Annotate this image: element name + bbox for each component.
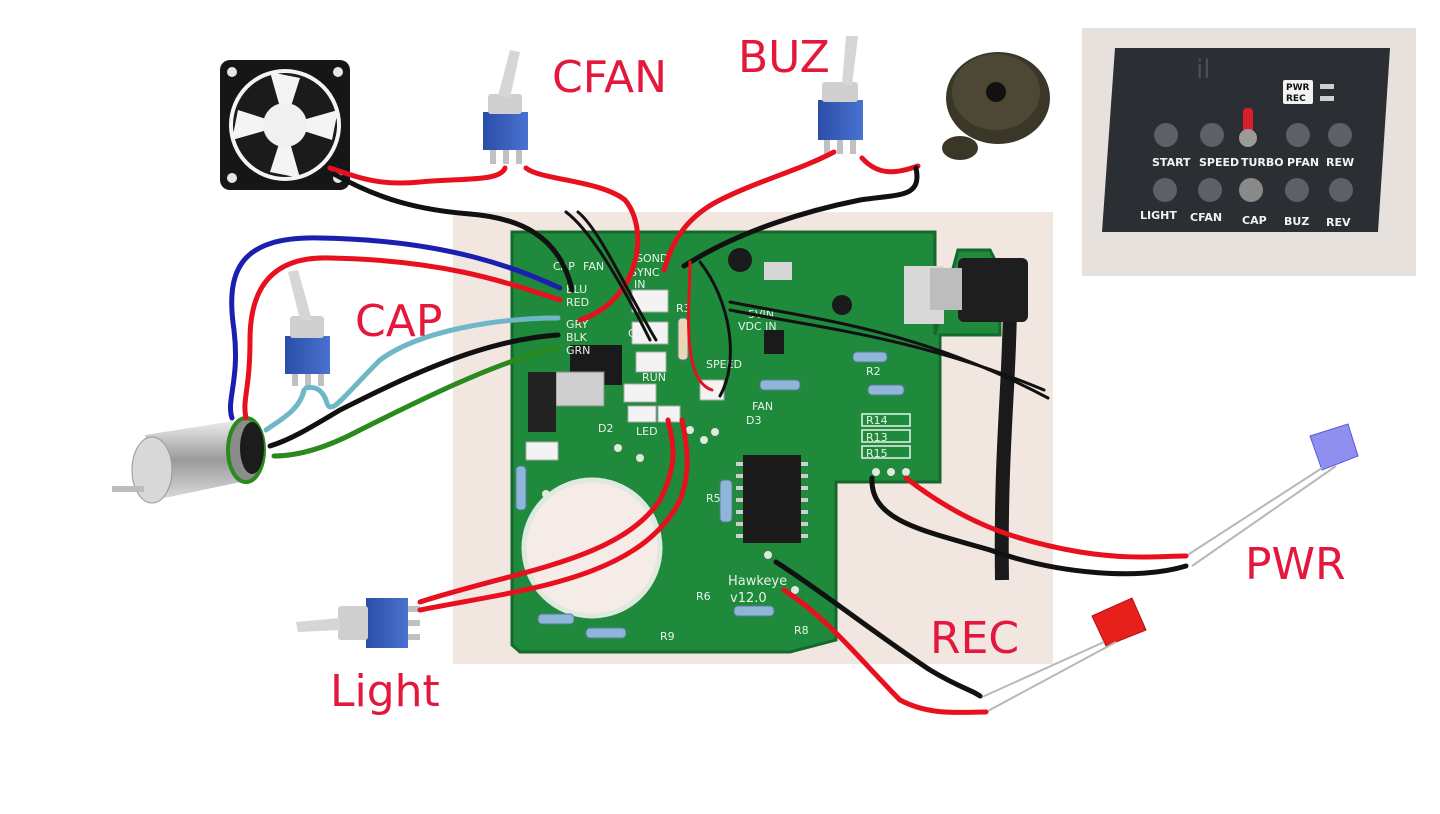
panel-btn-pfan: PFAN bbox=[1287, 156, 1319, 169]
wire-black-cfan-2 bbox=[576, 210, 658, 342]
label-rec: REC bbox=[930, 613, 1020, 664]
pcb-silkscreen: BLU RED GRY BLK GRN CAP FAN SOND SYNC IN… bbox=[553, 252, 888, 643]
wire-red-cfan bbox=[523, 165, 641, 323]
silk-r14: R14 bbox=[866, 414, 888, 427]
wire-green bbox=[271, 345, 561, 459]
wire-red-cap bbox=[242, 255, 563, 421]
wire-red-buzzer bbox=[859, 155, 921, 175]
buzzer-icon bbox=[942, 52, 1050, 160]
silk-r9: R9 bbox=[660, 630, 675, 643]
panel-btn-rev: REV bbox=[1326, 216, 1351, 229]
label-pwr: PWR bbox=[1245, 539, 1346, 590]
wire-red-light-2 bbox=[417, 417, 690, 613]
silk-d2: D2 bbox=[598, 422, 613, 435]
label-light: Light bbox=[330, 666, 440, 717]
wire-black-pwr bbox=[869, 475, 1189, 577]
panel-label-rec: REC bbox=[1286, 94, 1306, 104]
wire-black-rec bbox=[773, 559, 983, 699]
resistors bbox=[515, 317, 905, 639]
silk-fan-2: FAN bbox=[752, 400, 773, 413]
header-connector bbox=[525, 289, 725, 461]
silk-led: LED bbox=[636, 425, 658, 438]
wire-red-light-1 bbox=[417, 417, 676, 605]
panel-label-pwr: PWR bbox=[1286, 83, 1310, 93]
silk-r13: R13 bbox=[866, 431, 888, 444]
toggle-switch-cfan bbox=[483, 50, 528, 164]
capacitor bbox=[728, 248, 752, 272]
header-label-blk: BLK bbox=[566, 331, 588, 344]
toggle-switch-cap bbox=[285, 270, 330, 386]
panel-btn-cfan: CFAN bbox=[1190, 211, 1222, 224]
header-label-red: RED bbox=[566, 296, 589, 309]
panel-btn-light: LIGHT bbox=[1140, 209, 1177, 222]
fan-icon bbox=[220, 60, 350, 190]
wires bbox=[227, 149, 1189, 715]
silk-sync: SYNC bbox=[630, 266, 660, 279]
wire-red-rec bbox=[781, 587, 989, 715]
usb-port bbox=[764, 262, 792, 280]
silk-sond: SOND bbox=[636, 252, 668, 265]
board-version: v12.0 bbox=[730, 591, 767, 606]
silk-r15: R15 bbox=[866, 447, 888, 460]
toggle-switch-icon bbox=[285, 36, 863, 648]
wire-red-speed bbox=[687, 260, 714, 392]
silk-fan: FAN bbox=[583, 260, 604, 273]
wire-black-motor bbox=[267, 332, 561, 449]
silk-r8: R8 bbox=[794, 624, 809, 637]
wire-lightblue-2 bbox=[263, 387, 307, 433]
label-buz: BUZ bbox=[738, 32, 830, 83]
silk-run: RUN bbox=[642, 371, 666, 384]
wire-lightblue-1 bbox=[303, 315, 561, 410]
silk-r6: R6 bbox=[696, 590, 711, 603]
sd-slot bbox=[528, 372, 556, 432]
voltage-regulator bbox=[764, 330, 784, 354]
wire-black-usb-1 bbox=[728, 300, 1050, 400]
panel-btn-start: START bbox=[1152, 156, 1191, 169]
silk-d3: D3 bbox=[746, 414, 761, 427]
label-cfan: CFAN bbox=[552, 52, 668, 103]
chip-icon bbox=[736, 455, 808, 543]
wire-black-speed bbox=[698, 260, 732, 398]
toggle-switch-buz bbox=[818, 36, 863, 154]
panel-btn-buz: BUZ bbox=[1284, 215, 1309, 228]
wire-red-fan bbox=[327, 165, 508, 186]
wire-black-usb-2 bbox=[728, 308, 1046, 392]
wire-red-buz bbox=[661, 149, 837, 273]
panel-logo: il bbox=[1196, 55, 1210, 85]
led-pwr bbox=[1185, 423, 1359, 567]
panel-btn-turbo: TURBO bbox=[1241, 156, 1284, 169]
silk-r5: R5 bbox=[706, 492, 721, 505]
silk-speed: SPEED bbox=[706, 358, 742, 371]
panel-btn-rew: REW bbox=[1326, 156, 1354, 169]
heatsink bbox=[555, 371, 605, 407]
panel-btn-speed: SPEED bbox=[1199, 156, 1239, 169]
panel-btn-cap: CAP bbox=[1242, 214, 1267, 227]
wire-black-buzzer bbox=[681, 165, 920, 269]
label-cap: CAP bbox=[355, 296, 443, 347]
wire-black-cfan-1 bbox=[564, 210, 652, 342]
wire-black-fan bbox=[331, 171, 575, 293]
motor-icon bbox=[112, 416, 266, 504]
solder-pads bbox=[542, 426, 910, 594]
toggle-switch-light bbox=[296, 598, 420, 648]
led-rec bbox=[979, 597, 1147, 713]
board-name: Hawkeye bbox=[728, 574, 787, 589]
transistor bbox=[832, 295, 852, 315]
silk-r2: R2 bbox=[866, 365, 881, 378]
wire-blue bbox=[227, 235, 563, 421]
header-label-grn: GRN bbox=[566, 344, 590, 357]
silk-r3: R3 bbox=[676, 302, 691, 315]
silk-vdc-in: VDC IN bbox=[738, 320, 777, 333]
front-panel-photo: il PWR REC START SPEED TURBO PFAN REW LI… bbox=[1082, 28, 1416, 276]
wire-red-pwr bbox=[903, 475, 1189, 560]
led-icon bbox=[979, 423, 1359, 713]
silk-in: IN bbox=[634, 278, 645, 291]
